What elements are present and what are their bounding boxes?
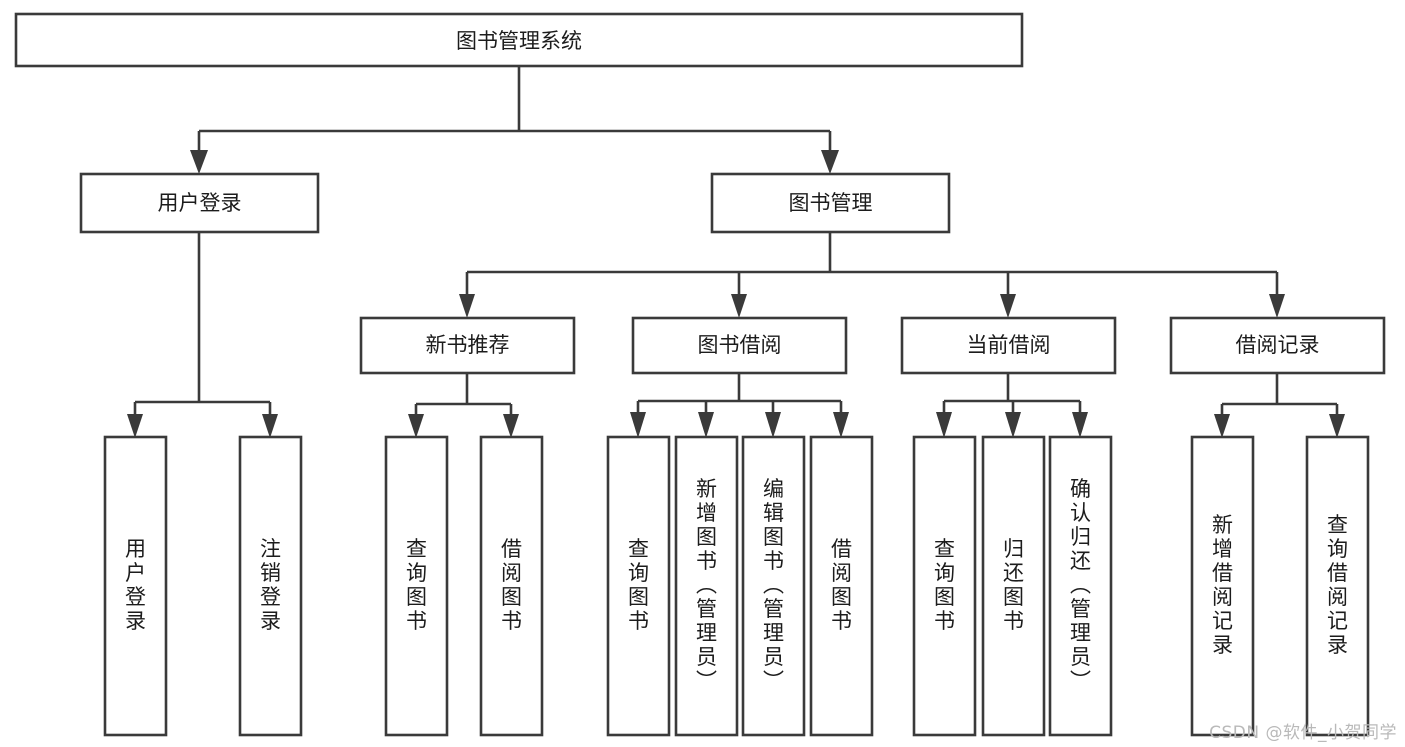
arrow-group-level2: [190, 150, 839, 174]
node-current-borrow-box[interactable]: [900, 316, 1117, 375]
arrowhead-leaf-query-book-2: [630, 412, 646, 438]
arrowhead-leaf-logout-login: [262, 414, 278, 438]
leaf-box-edit-book[interactable]: [741, 435, 806, 737]
leaf-box-query-book-3[interactable]: [912, 435, 977, 737]
node-book-management-box[interactable]: [710, 172, 951, 234]
node-book-management-label: 图书管理: [789, 191, 873, 215]
edge-group-book-borrow: [630, 373, 849, 438]
arrowhead-new-book-recommend: [459, 294, 475, 318]
node-new-book-recommend-box[interactable]: [359, 316, 576, 375]
leaf-box-borrow-book-1[interactable]: [479, 435, 544, 737]
node-current-borrow-label: 当前借阅: [967, 333, 1051, 357]
leaf-box-logout-login[interactable]: [238, 435, 303, 737]
leaf-box-query-book-1[interactable]: [384, 435, 449, 737]
leaf-box-return-book[interactable]: [981, 435, 1046, 737]
leaf-box-query-book-2[interactable]: [606, 435, 671, 737]
arrowhead-leaf-borrow-book-2: [833, 412, 849, 438]
arrowhead-leaf-add-record: [1214, 414, 1230, 438]
arrowhead-leaf-query-book-1: [408, 414, 424, 438]
arrowhead-leaf-user-login: [127, 414, 143, 438]
arrowhead-borrow-record: [1269, 294, 1285, 318]
node-user-login-box[interactable]: [79, 172, 320, 234]
leaf-box-user-login[interactable]: [103, 435, 168, 737]
node-borrow-record-label: 借阅记录: [1236, 333, 1320, 357]
arrowhead-book-borrow: [731, 294, 747, 318]
node-new-book-recommend-label: 新书推荐: [426, 333, 510, 357]
arrowhead-leaf-add-book: [698, 412, 714, 438]
edge-group-book-management: [459, 232, 1285, 318]
node-book-borrow-box[interactable]: [631, 316, 848, 375]
node-root-label: 图书管理系统: [456, 29, 582, 53]
arrowhead-leaf-query-record: [1329, 414, 1345, 438]
edge-group-borrow-record: [1214, 373, 1345, 438]
node-root-box[interactable]: [14, 12, 1024, 68]
node-book-borrow-label: 图书借阅: [698, 333, 782, 357]
arrowhead-leaf-return-book: [1005, 412, 1021, 438]
arrowhead-leaf-query-book-3: [936, 412, 952, 438]
watermark-text: CSDN @软件_小贺同学: [1209, 723, 1397, 743]
arrowhead-current-borrow: [1000, 294, 1016, 318]
arrowhead-leaf-edit-book: [765, 412, 781, 438]
arrowhead-leaf-confirm-return: [1072, 412, 1088, 438]
leaf-box-borrow-book-2[interactable]: [809, 435, 874, 737]
edge-group-current-borrow: [936, 373, 1088, 438]
edge-group-root: [197, 66, 832, 158]
leaf-box-confirm-return[interactable]: [1048, 435, 1113, 737]
arrowhead-user-login: [190, 150, 208, 174]
leaf-box-query-record[interactable]: [1305, 435, 1370, 737]
edge-group-user-login: [127, 232, 278, 438]
edge-group-new-book-recommend: [408, 373, 519, 438]
node-user-login-label: 用户登录: [158, 191, 242, 215]
leaf-box-add-book[interactable]: [674, 435, 739, 737]
arrowhead-leaf-borrow-book-1: [503, 414, 519, 438]
leaf-box-add-record[interactable]: [1190, 435, 1255, 737]
node-borrow-record-box[interactable]: [1169, 316, 1386, 375]
arrowhead-book-management: [821, 150, 839, 174]
